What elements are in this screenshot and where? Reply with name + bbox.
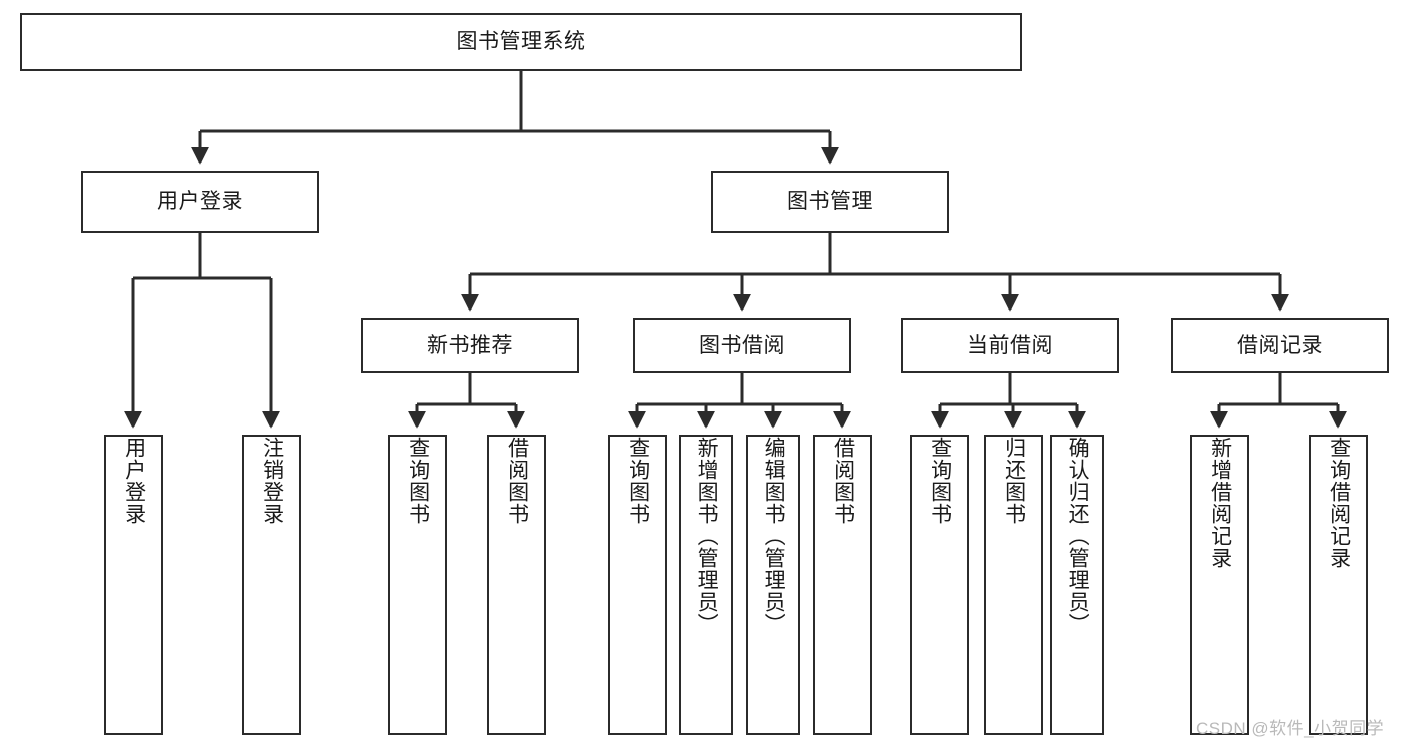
node-book-manage[interactable]: 图书管理 (711, 171, 949, 233)
node-root[interactable]: 图书管理系统 (20, 13, 1022, 71)
node-leaf-query-book-3-label: 查询图书 (928, 437, 952, 525)
node-leaf-add-record[interactable]: 新增借阅记录 (1190, 435, 1249, 735)
node-leaf-return-book-label: 归还图书 (1002, 437, 1026, 525)
node-book-borrow-label: 图书借阅 (699, 333, 785, 357)
node-user-login[interactable]: 用户登录 (81, 171, 319, 233)
node-leaf-edit-book[interactable]: 编辑图书（管理员） (746, 435, 800, 735)
node-leaf-add-book-label: 新增图书（管理员） (695, 437, 719, 635)
node-leaf-borrow-book-2[interactable]: 借阅图书 (813, 435, 872, 735)
node-leaf-borrow-book-1-label: 借阅图书 (505, 437, 529, 525)
node-leaf-user-login[interactable]: 用户登录 (104, 435, 163, 735)
node-leaf-query-record-label: 查询借阅记录 (1327, 437, 1351, 569)
node-leaf-add-record-label: 新增借阅记录 (1208, 437, 1232, 569)
node-leaf-borrow-book-2-label: 借阅图书 (831, 437, 855, 525)
node-leaf-query-book-2-label: 查询图书 (626, 437, 650, 525)
node-leaf-logout[interactable]: 注销登录 (242, 435, 301, 735)
node-borrow-record[interactable]: 借阅记录 (1171, 318, 1389, 373)
node-root-label: 图书管理系统 (456, 30, 586, 54)
node-book-manage-label: 图书管理 (787, 190, 873, 214)
node-leaf-query-book-2[interactable]: 查询图书 (608, 435, 667, 735)
node-leaf-borrow-book-1[interactable]: 借阅图书 (487, 435, 546, 735)
node-current-borrow-label: 当前借阅 (967, 333, 1053, 357)
node-leaf-confirm-return-label: 确认归还（管理员） (1066, 437, 1090, 635)
node-leaf-edit-book-label: 编辑图书（管理员） (762, 437, 786, 635)
node-book-borrow[interactable]: 图书借阅 (633, 318, 851, 373)
node-current-borrow[interactable]: 当前借阅 (901, 318, 1119, 373)
node-new-book-recommend-label: 新书推荐 (427, 333, 513, 357)
node-borrow-record-label: 借阅记录 (1237, 333, 1323, 357)
node-leaf-query-book-1-label: 查询图书 (406, 437, 430, 525)
node-leaf-query-book-1[interactable]: 查询图书 (388, 435, 447, 735)
node-leaf-add-book[interactable]: 新增图书（管理员） (679, 435, 733, 735)
node-leaf-user-login-label: 用户登录 (122, 437, 146, 525)
node-new-book-recommend[interactable]: 新书推荐 (361, 318, 579, 373)
watermark: CSDN @软件_小贺同学 (1196, 719, 1385, 738)
node-leaf-query-book-3[interactable]: 查询图书 (910, 435, 969, 735)
node-leaf-query-record[interactable]: 查询借阅记录 (1309, 435, 1368, 735)
node-leaf-confirm-return[interactable]: 确认归还（管理员） (1050, 435, 1104, 735)
node-leaf-return-book[interactable]: 归还图书 (984, 435, 1043, 735)
node-leaf-logout-label: 注销登录 (260, 437, 284, 525)
node-user-login-label: 用户登录 (157, 190, 243, 214)
